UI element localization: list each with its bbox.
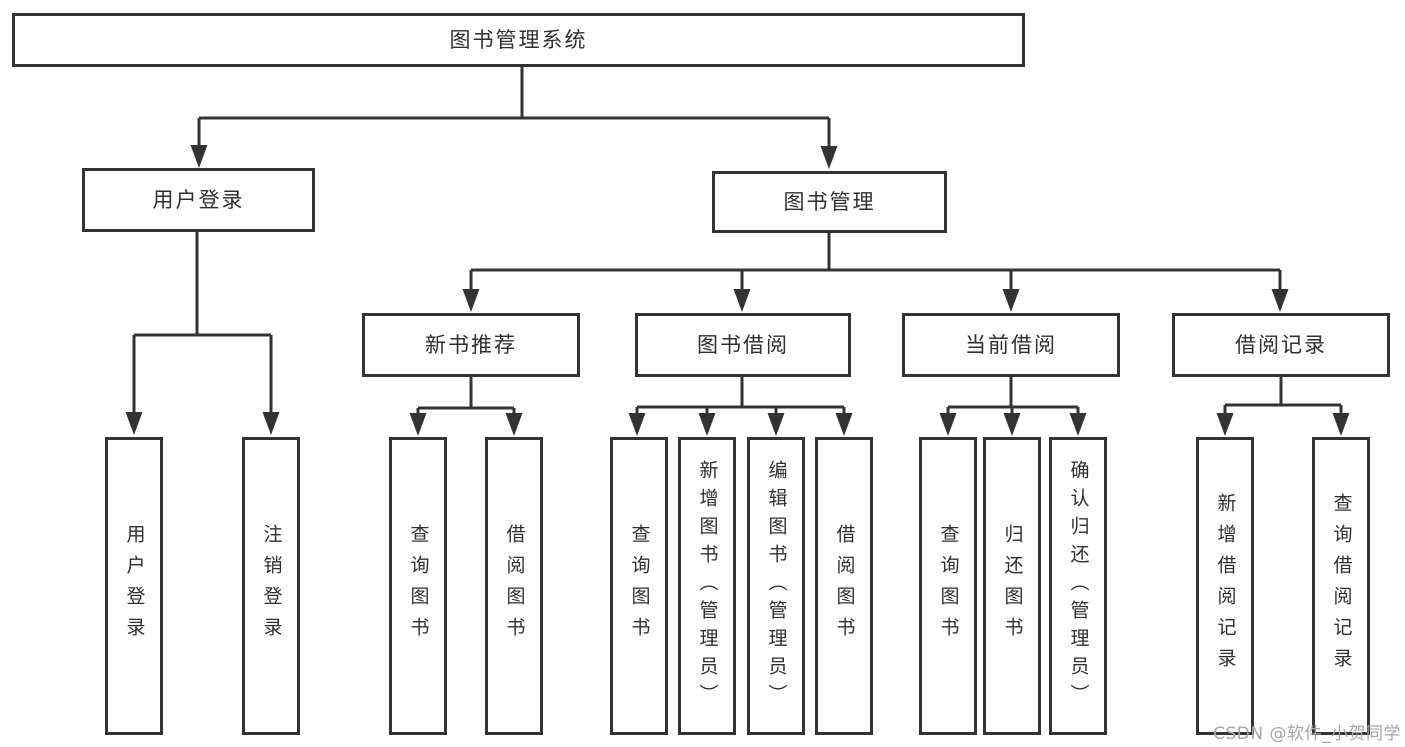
node-current-borrowing: 当前借阅 bbox=[902, 313, 1120, 377]
node-book-management: 图书管理 bbox=[712, 171, 947, 233]
leaf-query-books-3: 查询图书 bbox=[919, 437, 977, 735]
csdn-watermark: CSDN @软件_小贺同学 bbox=[1213, 724, 1401, 744]
node-book-management-system: 图书管理系统 bbox=[12, 13, 1025, 67]
node-new-book-recommendation: 新书推荐 bbox=[362, 313, 580, 377]
leaf-confirm-return-admin: 确认归还（管理员） bbox=[1049, 437, 1107, 735]
leaf-borrow-books-2: 借阅图书 bbox=[815, 437, 873, 735]
leaf-query-books-1: 查询图书 bbox=[389, 437, 447, 735]
leaf-query-borrow-record: 查询借阅记录 bbox=[1312, 437, 1370, 735]
leaf-logout: 注销登录 bbox=[242, 437, 300, 735]
leaf-add-book-admin: 新增图书（管理员） bbox=[678, 437, 736, 735]
node-book-borrowing: 图书借阅 bbox=[635, 313, 851, 377]
leaf-user-login: 用户登录 bbox=[105, 437, 163, 735]
node-user-login: 用户登录 bbox=[82, 168, 315, 232]
node-borrowing-records: 借阅记录 bbox=[1172, 313, 1390, 377]
leaf-add-borrow-record: 新增借阅记录 bbox=[1196, 437, 1254, 735]
leaf-borrow-books-1: 借阅图书 bbox=[485, 437, 543, 735]
leaf-edit-book-admin: 编辑图书（管理员） bbox=[747, 437, 805, 735]
leaf-return-book: 归还图书 bbox=[983, 437, 1041, 735]
leaf-query-books-2: 查询图书 bbox=[610, 437, 668, 735]
